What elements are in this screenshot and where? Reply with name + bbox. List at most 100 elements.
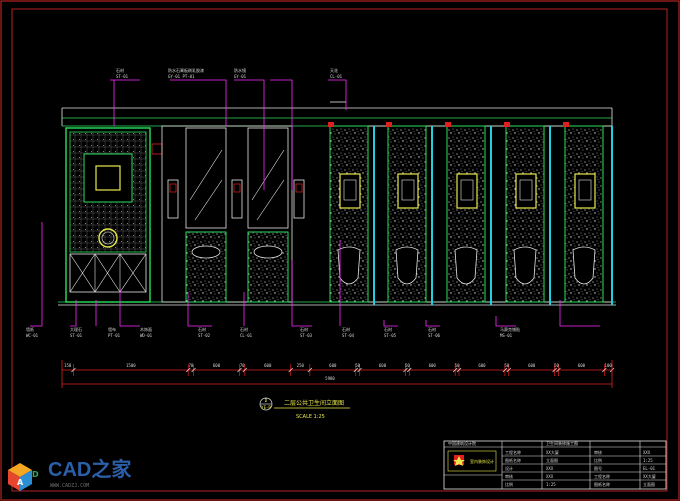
ceiling-marker xyxy=(445,122,451,127)
dimension-slash xyxy=(403,367,408,373)
dimension-value: 600 xyxy=(578,363,586,368)
dimension-value: 100 xyxy=(605,363,613,368)
wall-frame-inner xyxy=(519,179,533,201)
dimension-value: 250 xyxy=(297,363,305,368)
total-dimension: 5980 xyxy=(325,376,335,381)
title-block-company: 室内装饰设计 xyxy=(470,458,494,464)
leader-code-top: CL-01 xyxy=(330,74,343,79)
leader-lines-bottom xyxy=(30,222,600,327)
urinal xyxy=(572,246,596,285)
title-row-label-right: 工程名称 xyxy=(594,473,610,479)
dimension-chain xyxy=(62,369,612,385)
title-row-value: XXX xyxy=(546,466,554,471)
title-row-value-right: 立面图 xyxy=(643,481,655,487)
title-row-value-right: EL-01 xyxy=(643,466,656,471)
watermark-logo: A D CAD之家 WWW.CADZJ.COM xyxy=(8,457,132,491)
leader-code-bottom: ST-04 xyxy=(342,333,355,338)
urinal xyxy=(337,246,361,285)
dimension-slash xyxy=(237,367,242,373)
dimension-slash xyxy=(602,367,607,373)
leader-code-bottom: WD-01 xyxy=(140,333,153,338)
title-block: 中国建筑设计院 卫生间装修施工图 室内装饰设计 xyxy=(443,440,667,490)
dimension-slash xyxy=(242,367,248,373)
view-marker: D YE-P xyxy=(259,397,273,411)
leader-label-bottom: 石材 xyxy=(198,326,206,332)
dimension-value: 50 xyxy=(405,363,410,368)
leader-label-bottom: 木饰面 xyxy=(140,326,152,332)
leader-label-top: 防水镜 xyxy=(234,67,246,73)
urinal xyxy=(513,246,537,285)
leader-label-top: 防水石膏板刷乳胶漆 xyxy=(168,67,204,73)
dimension-value: 50 xyxy=(554,363,559,368)
watermark-url: WWW.CADZJ.COM xyxy=(50,483,89,489)
dimension-slash xyxy=(307,367,313,373)
leader-code-bottom: WC-01 xyxy=(26,333,39,338)
dimension-value: 150 xyxy=(64,363,72,368)
ceiling-marker xyxy=(328,122,334,127)
dimension-slash xyxy=(552,367,557,373)
leader-code-bottom: PT-01 xyxy=(108,333,121,338)
dimension-value: 600 xyxy=(213,363,221,368)
title-row-label-right: 比例 xyxy=(594,457,602,463)
wall-frame xyxy=(397,173,419,209)
dimension-value: 70 xyxy=(188,363,193,368)
leader-code-bottom: ST-01 xyxy=(70,333,83,338)
leader-label-bottom: 马赛克铺贴 xyxy=(500,326,520,332)
leader-label-bottom: 石材 xyxy=(342,326,350,332)
leader-label-bottom: 墙布 xyxy=(108,326,116,332)
drawing-caption: 二层公共卫生间立面图 xyxy=(284,399,344,407)
dimension-value: 1500 xyxy=(126,363,136,368)
dimension-value: 600 xyxy=(379,363,387,368)
svg-text:D: D xyxy=(32,470,39,479)
title-row-value: 1:25 xyxy=(546,482,556,487)
svg-text:A: A xyxy=(17,478,24,487)
leader-code-top: ST-01 xyxy=(116,74,129,79)
leader-label-bottom: 石材 xyxy=(384,326,392,332)
urinal xyxy=(395,246,419,285)
urinal-group xyxy=(328,122,613,305)
title-row-value: 立面图 xyxy=(546,457,558,463)
leader-code-bottom: CL-01 xyxy=(240,333,253,338)
vanity-mirror-bays xyxy=(161,125,305,303)
dimension-slash xyxy=(556,367,561,373)
leader-label-top: 石材 xyxy=(116,67,124,73)
title-row-label: 审核 xyxy=(505,473,513,479)
title-row-value: XXX xyxy=(546,474,554,479)
dimension-slash xyxy=(353,367,358,373)
wall-frame xyxy=(574,173,596,209)
dimension-slash xyxy=(456,367,462,373)
dimension-value: 50 xyxy=(455,363,460,368)
dimension-slash xyxy=(452,367,458,373)
title-row-label: 图纸名称 xyxy=(505,457,521,463)
dimension-slash xyxy=(71,367,76,373)
leader-label-bottom: 石材 xyxy=(300,326,308,332)
dimension-slash xyxy=(506,367,511,373)
dimension-slash xyxy=(407,367,412,373)
title-row-value-right: 1:25 xyxy=(643,458,653,463)
dimension-slash xyxy=(288,367,293,373)
wall-frame-inner xyxy=(401,179,415,201)
dimension-value: 600 xyxy=(429,363,437,368)
title-row-label-right: 图纸名称 xyxy=(594,481,610,487)
title-row-label-right: 图号 xyxy=(594,465,602,471)
view-marker-top: D xyxy=(265,398,268,403)
title-row-label: 设计 xyxy=(505,465,513,471)
ceiling-marker xyxy=(563,122,569,127)
title-row-value-right: XX大厦 xyxy=(643,473,656,479)
wall-frame xyxy=(515,173,537,209)
urinal xyxy=(454,246,478,285)
leader-label-bottom: 大理石 xyxy=(70,326,82,332)
dimension-value: 600 xyxy=(478,363,486,368)
title-row-label-right: 审核 xyxy=(594,449,602,455)
leader-label-bottom: 石材 xyxy=(240,326,248,332)
dimension-value: 600 xyxy=(329,363,337,368)
dimension-value: 600 xyxy=(264,363,272,368)
leader-label-bottom: 石材 xyxy=(428,326,436,332)
dimension-slash xyxy=(191,367,196,373)
title-block-project: 卫生间装修施工图 xyxy=(546,440,578,446)
leader-label-top: 天花 xyxy=(330,67,338,73)
